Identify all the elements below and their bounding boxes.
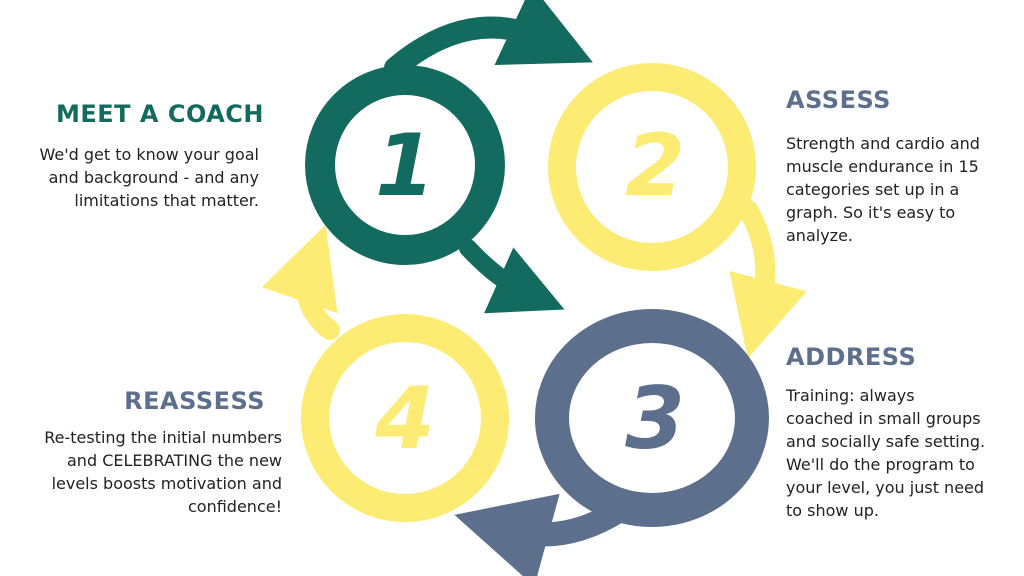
step-3-number: 3 xyxy=(625,369,685,469)
step-1-ring xyxy=(305,65,505,265)
step-1-title: MEET A COACH xyxy=(56,100,264,128)
step-4-description: Re-testing the initial numbers and CELEB… xyxy=(44,428,282,516)
step-2-description: Strength and cardio and muscle endurance… xyxy=(786,134,980,245)
step-2-ring xyxy=(548,63,756,271)
step-2-number: 2 xyxy=(625,116,685,216)
arrow-4-to-1 xyxy=(261,224,340,340)
step-4-title: REASSESS xyxy=(124,387,265,415)
step-1-description: We'd get to know your goal and backgroun… xyxy=(39,145,260,210)
step-4-number: 4 xyxy=(374,369,435,469)
step-2-title: ASSESS xyxy=(786,86,891,114)
step-3-title: ADDRESS xyxy=(786,343,917,371)
arrow-1-to-2 xyxy=(384,0,593,79)
step-3-ring xyxy=(535,309,769,527)
step-3-description: Training: always coached in small groups… xyxy=(786,386,986,520)
step-1-number: 1 xyxy=(375,116,435,216)
arrow-1-to-3 xyxy=(459,239,565,314)
step-4-ring xyxy=(301,314,509,522)
arrow-2-to-3 xyxy=(729,200,807,359)
